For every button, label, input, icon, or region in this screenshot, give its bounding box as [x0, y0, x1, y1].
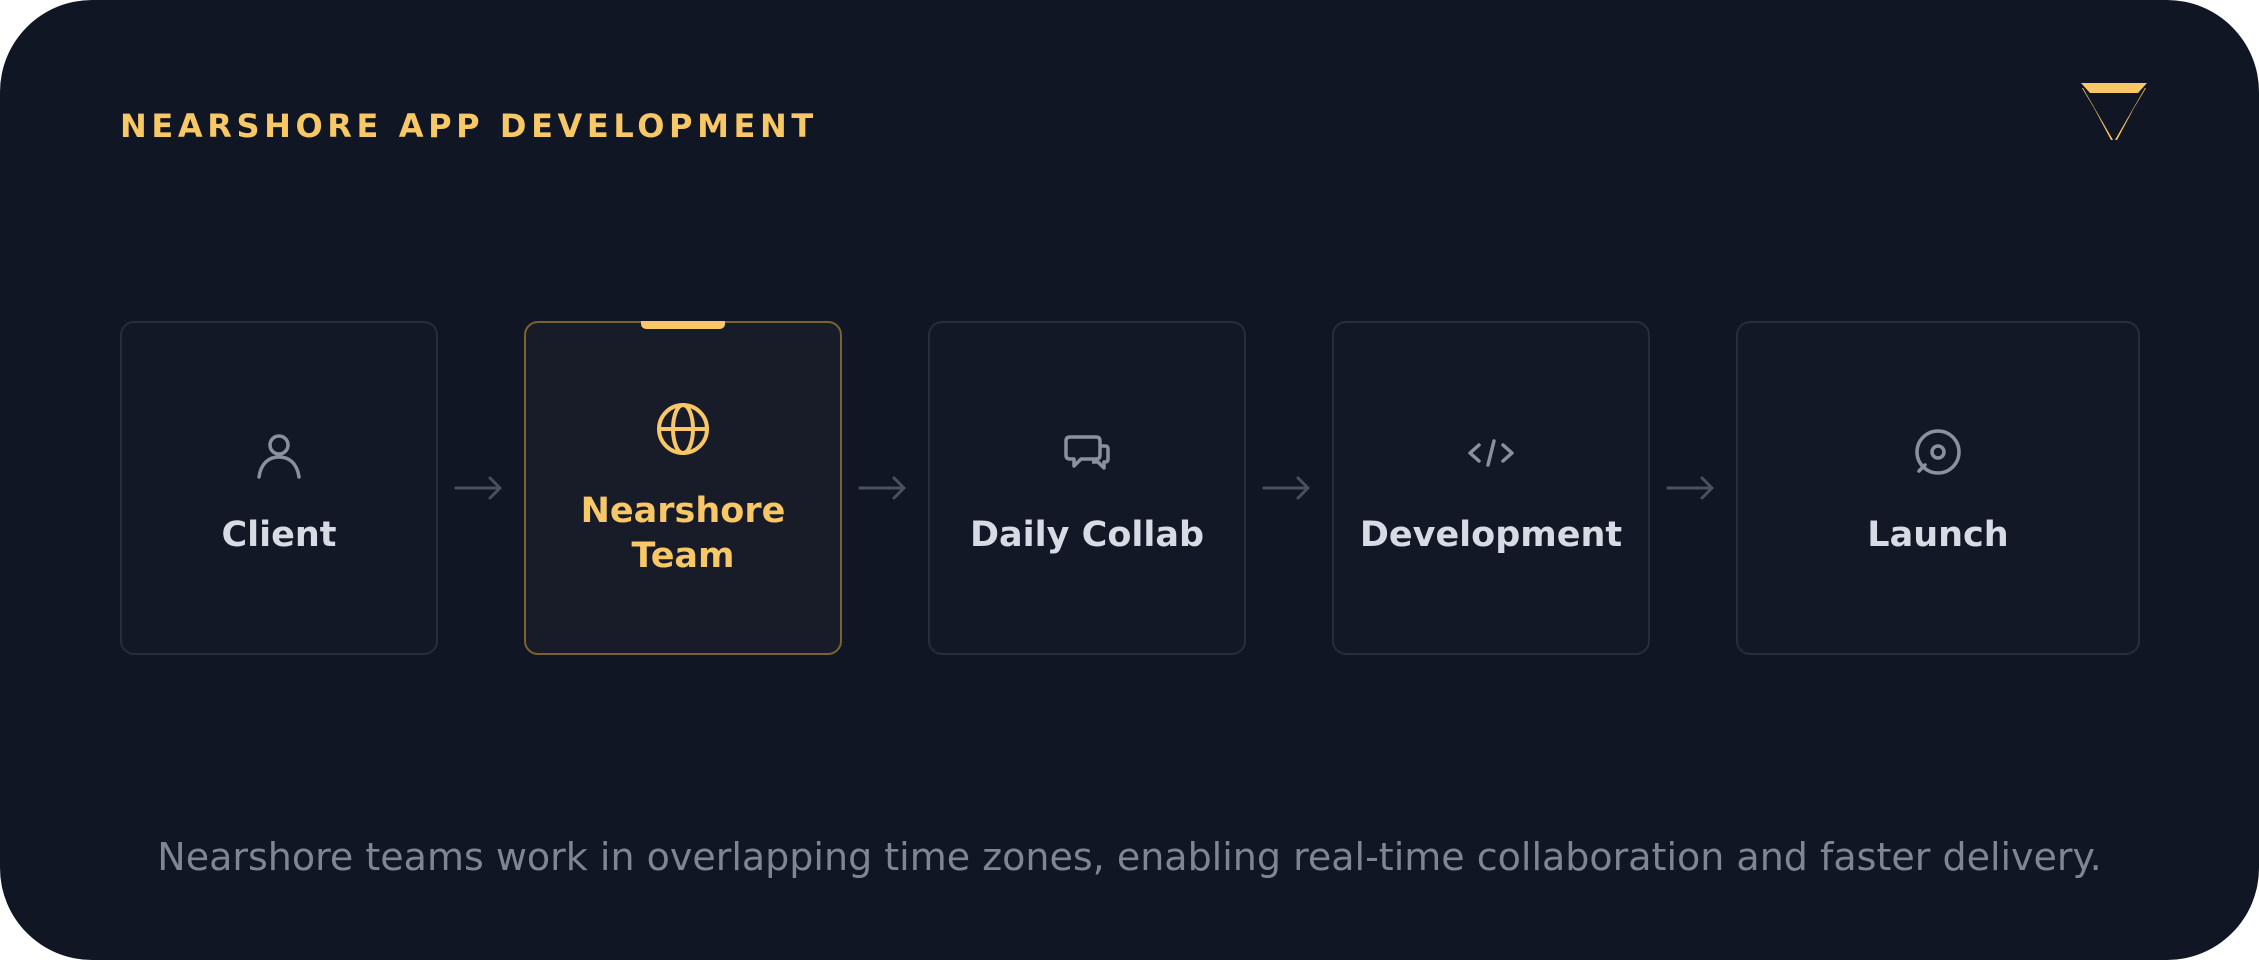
- chevron-triangle-logo-icon: [2081, 83, 2147, 140]
- process-flow: Client Nearshore Team Daily Collab: [120, 321, 2140, 657]
- step-daily-collab: Daily Collab: [928, 321, 1246, 655]
- arrow-right-icon: [858, 476, 906, 500]
- arrow-right-icon: [1262, 476, 1310, 500]
- target-icon: [1915, 429, 1961, 475]
- step-label: Daily Collab: [969, 515, 1205, 555]
- active-indicator: [641, 321, 725, 329]
- diagram-title: NEARSHORE APP DEVELOPMENT: [120, 107, 818, 145]
- step-label: Launch: [1867, 515, 2009, 555]
- globe-icon: [657, 403, 709, 455]
- user-icon: [257, 434, 301, 479]
- step-label: Client: [221, 515, 337, 555]
- chat-bubbles-icon: [1064, 435, 1110, 470]
- step-label: Development: [1359, 515, 1623, 555]
- step-client: Client: [120, 321, 438, 655]
- code-icon: [1468, 439, 1514, 467]
- step-label: Nearshore Team: [580, 491, 786, 576]
- footer-caption: Nearshore teams work in overlapping time…: [157, 835, 2102, 879]
- arrow-right-icon: [454, 476, 502, 500]
- arrow-right-icon: [1666, 476, 1714, 500]
- step-nearshore-team: Nearshore Team: [524, 321, 842, 655]
- step-launch: Launch: [1736, 321, 2140, 655]
- step-development: Development: [1332, 321, 1650, 655]
